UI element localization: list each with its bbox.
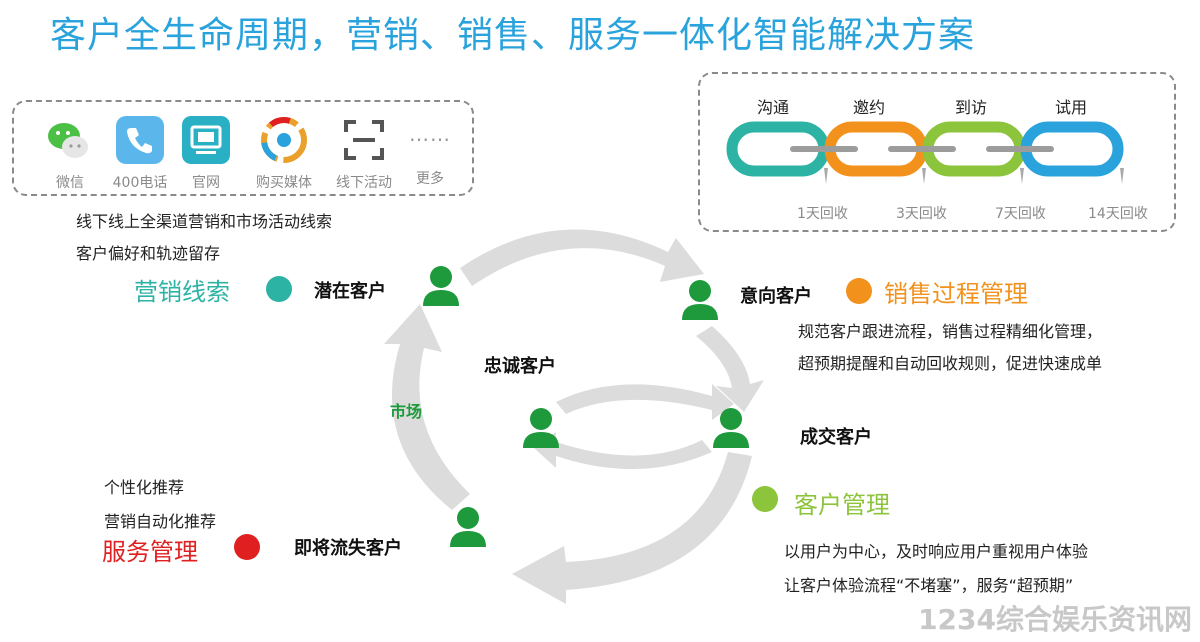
customer-mgmt-desc-line: 让客户体验流程“不堵塞”，服务“超预期” xyxy=(784,576,1074,595)
person-icons xyxy=(423,266,749,547)
page-title: 客户全生命周期，营销、销售、服务一体化智能解决方案 xyxy=(50,15,976,56)
channel-label: 官网 xyxy=(192,175,220,191)
chain-stage-label: 邀约 xyxy=(853,98,886,117)
channels-box xyxy=(12,100,474,196)
person-icon xyxy=(713,408,749,448)
chain-stage-label: 试用 xyxy=(1055,98,1088,117)
customer-mgmt-category: 客户管理 xyxy=(794,491,890,519)
recycle-label: 1天回收 xyxy=(797,206,848,222)
service-category: 服务管理 xyxy=(102,538,198,566)
loyal-customer-label: 忠诚客户 xyxy=(484,356,556,377)
channel-wechat: 微信 xyxy=(40,116,100,192)
chain-links xyxy=(726,121,1124,184)
customer-mgmt-dot xyxy=(752,486,778,512)
channel-more: …… 更多 xyxy=(406,116,454,188)
website-icon xyxy=(182,116,230,164)
person-icon xyxy=(523,408,559,448)
channel-label: 线下活动 xyxy=(336,175,392,191)
market-label: 市场 xyxy=(390,402,423,421)
sales-dot xyxy=(846,278,872,304)
cycle-arrows xyxy=(384,229,764,604)
scan-icon xyxy=(344,120,384,160)
intent-customer-label: 意向客户 xyxy=(740,286,812,307)
media-icon xyxy=(261,117,307,163)
sales-desc-line: 超预期提醒和自动回收规则，促进快速成单 xyxy=(798,354,1103,373)
recycle-label: 3天回收 xyxy=(896,206,947,222)
marketing-desc-line: 客户偏好和轨迹留存 xyxy=(76,244,221,263)
marketing-dot xyxy=(266,276,292,302)
person-icon xyxy=(682,280,718,320)
chain-stage-label: 沟通 xyxy=(757,98,790,117)
channel-label: 微信 xyxy=(56,175,84,191)
marketing-desc-line: 线下线上全渠道营销和市场活动线索 xyxy=(76,212,333,231)
more-icon: …… xyxy=(409,122,451,146)
person-icon xyxy=(423,266,459,306)
chain-stage-label: 到访 xyxy=(955,98,988,117)
channel-label: 400电话 xyxy=(112,175,168,191)
customer-mgmt-desc-line: 以用户为中心，及时响应用户重视用户体验 xyxy=(784,542,1089,561)
recycle-label: 14天回收 xyxy=(1088,206,1148,222)
churn-customer-label: 即将流失客户 xyxy=(294,538,402,559)
wechat-icon xyxy=(48,123,88,158)
chain-box xyxy=(698,72,1176,232)
potential-customer-label: 潜在客户 xyxy=(314,281,386,302)
watermark: 1234综合娱乐资讯网 xyxy=(918,603,1192,636)
channel-website: 官网 xyxy=(180,116,232,192)
sales-category: 销售过程管理 xyxy=(884,280,1028,308)
recycle-label: 7天回收 xyxy=(995,206,1046,222)
deal-customer-label: 成交客户 xyxy=(800,427,872,448)
channel-label: 购买媒体 xyxy=(256,175,312,191)
service-dot xyxy=(234,534,260,560)
service-desc-line: 营销自动化推荐 xyxy=(104,512,217,531)
channel-label: 更多 xyxy=(416,171,444,187)
channel-phone: 400电话 xyxy=(104,116,176,192)
channel-media: 购买媒体 xyxy=(246,116,322,192)
service-desc-line: 个性化推荐 xyxy=(104,478,185,497)
sales-desc-line: 规范客户跟进流程，销售过程精细化管理， xyxy=(798,322,1103,341)
person-icon xyxy=(450,507,486,547)
channel-offline: 线下活动 xyxy=(326,116,402,192)
marketing-category: 营销线索 xyxy=(134,278,230,306)
phone-icon xyxy=(116,116,164,164)
